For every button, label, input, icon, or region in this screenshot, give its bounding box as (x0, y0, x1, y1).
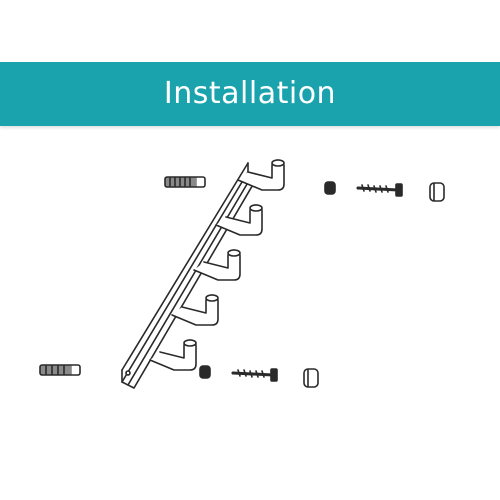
title-banner: Installation (0, 62, 500, 126)
hook (237, 159, 285, 191)
washer-top (324, 181, 336, 195)
installation-diagram (39, 159, 445, 389)
screw-cap-bottom (303, 368, 319, 388)
screw-cap-top (429, 182, 445, 202)
wall-anchor-bottom (39, 364, 81, 376)
screw-bottom (231, 368, 278, 382)
hook (149, 339, 197, 371)
screw-top (356, 183, 403, 197)
hook (193, 249, 241, 281)
hook (215, 204, 263, 236)
wall-anchor-top (164, 176, 206, 188)
page-title: Installation (163, 75, 337, 111)
washer-bottom (199, 365, 211, 379)
hooks-group (149, 159, 285, 371)
hook (171, 294, 219, 326)
